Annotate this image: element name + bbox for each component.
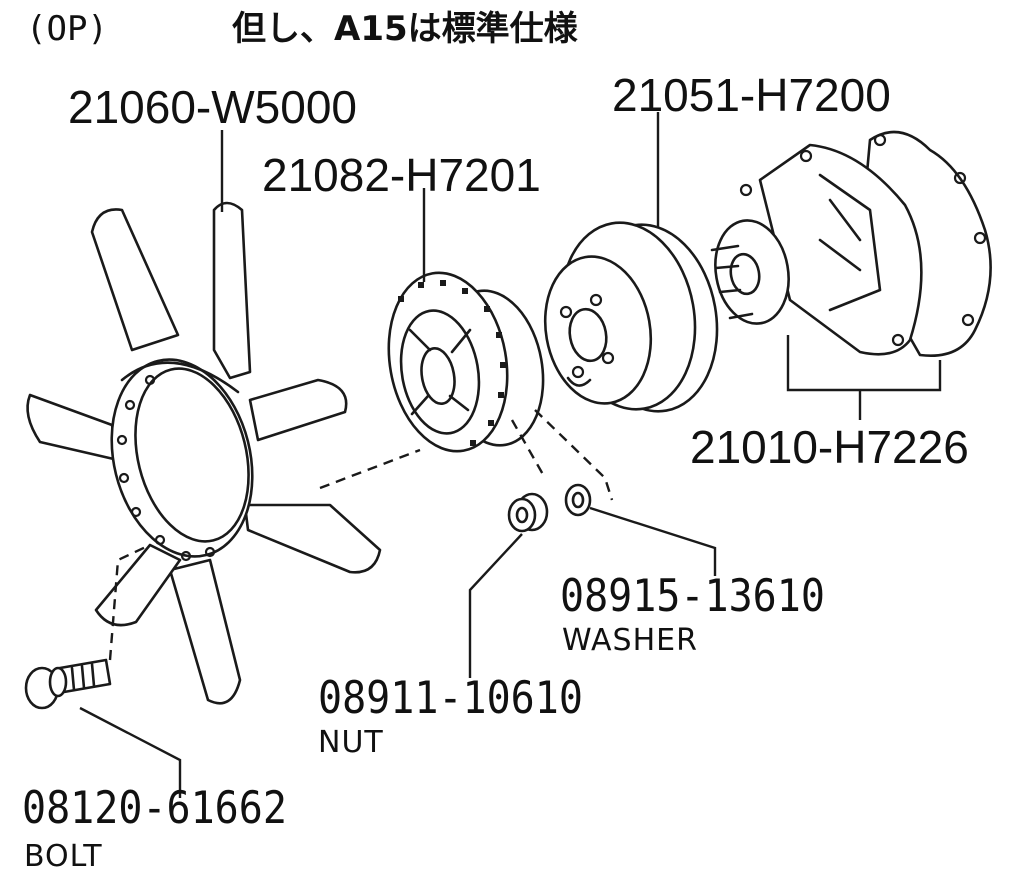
bolt-part-number: 08120-61662 [22,782,287,835]
washer-name: WASHER [562,623,698,658]
water-pump-icon [710,130,992,420]
bolt-icon [24,658,112,710]
nut-icon [507,492,549,533]
nut-name: NUT [318,725,384,760]
fluid-coupling-part-number: 21082-H7201 [262,149,541,201]
option-mark: (OP) [26,9,108,49]
pulley-part-number: 21051-H7200 [612,69,891,121]
fan-part-number: 21060-W5000 [68,81,357,133]
washer-icon [564,483,592,517]
header-note: 但し、A15は標準仕様 [232,9,578,49]
fan-icon [26,201,382,705]
water-pump-part-number: 21010-H7226 [690,421,969,473]
pulley-icon [543,221,719,413]
washer-part-number: 08915-13610 [560,570,825,623]
nut-part-number: 08911-10610 [318,672,583,725]
fluid-coupling-icon [387,271,545,453]
bolt-name: BOLT [24,839,103,874]
